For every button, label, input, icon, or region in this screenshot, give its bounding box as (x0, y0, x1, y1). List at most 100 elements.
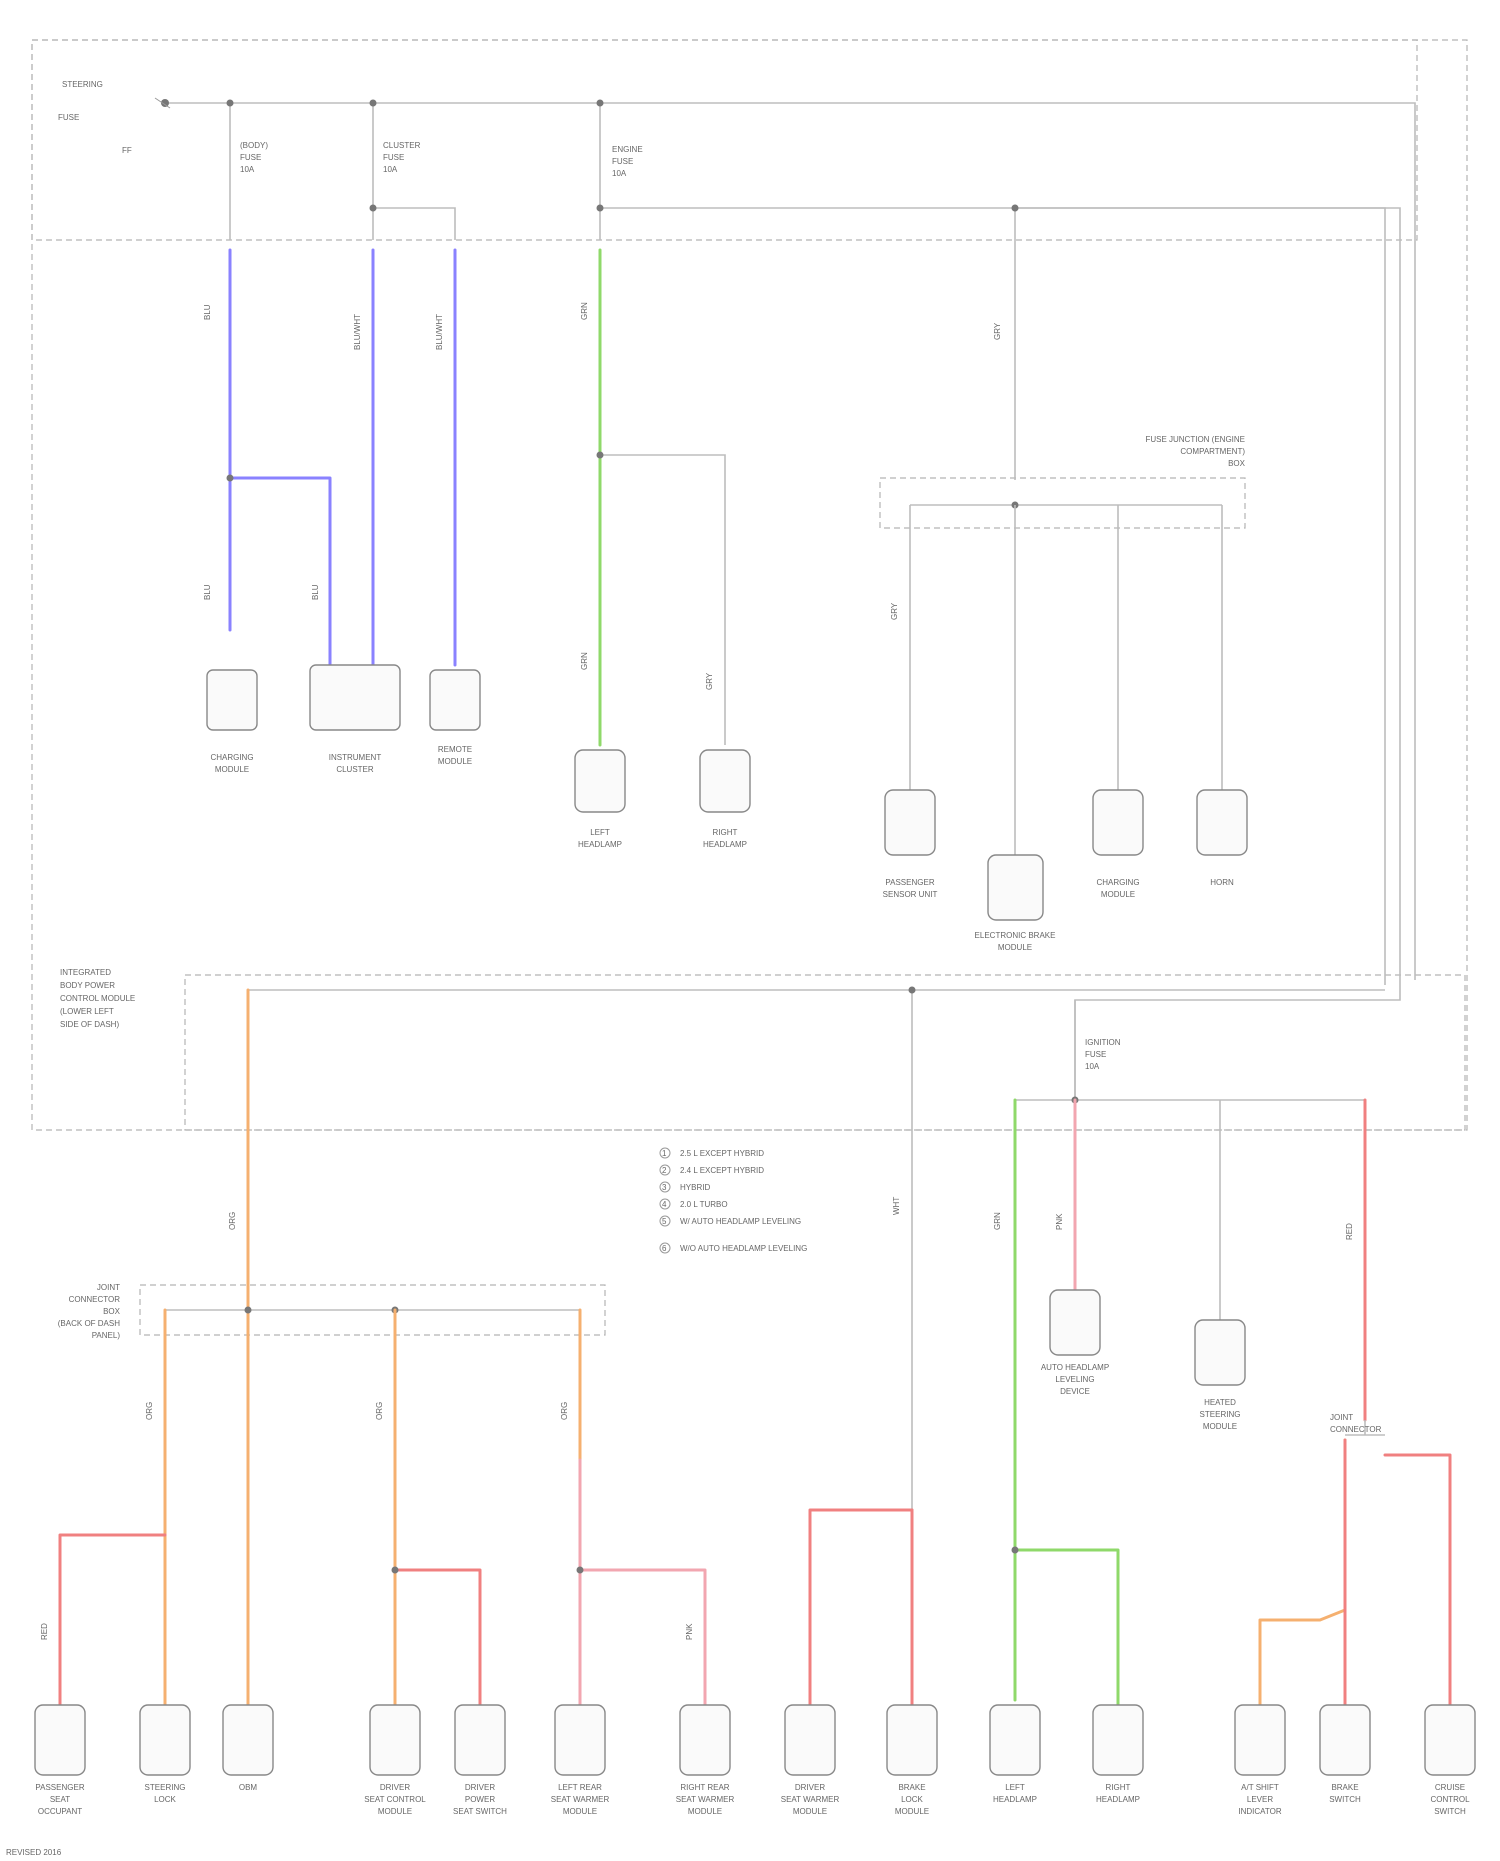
wire-blue-2 (230, 478, 330, 665)
component-obm: OBM (223, 1705, 273, 1792)
svg-text:LEVER: LEVER (1247, 1795, 1273, 1804)
component-right-headlamp-lower: RIGHT HEADLAMP (1093, 1705, 1143, 1804)
wire-orange-right (1260, 1440, 1345, 1705)
wire-label: WHT (892, 1197, 901, 1215)
svg-text:DRIVER: DRIVER (465, 1783, 495, 1792)
svg-text:SEAT WARMER: SEAT WARMER (551, 1795, 610, 1804)
svg-text:LEFT: LEFT (590, 828, 610, 837)
svg-text:2: 2 (662, 1166, 667, 1175)
wire-red-cruise (1385, 1455, 1450, 1705)
svg-text:LEVELING: LEVELING (1055, 1375, 1094, 1384)
component-left-headlamp-lower: LEFT HEADLAMP (990, 1705, 1040, 1804)
component-brake-switch: BRAKE SWITCH (1320, 1705, 1370, 1804)
wire-label: ORG (560, 1402, 569, 1420)
svg-text:HYBRID: HYBRID (680, 1183, 710, 1192)
svg-text:MODULE: MODULE (215, 765, 249, 774)
node (1012, 1547, 1019, 1554)
node (597, 100, 604, 107)
svg-text:OCCUPANT: OCCUPANT (38, 1807, 82, 1816)
right-bus (1015, 208, 1385, 985)
component-passenger-seat: PASSENGER SEAT OCCUPANT (35, 1705, 85, 1816)
wire-label: GRY (705, 672, 714, 690)
svg-text:CLUSTER: CLUSTER (383, 141, 421, 150)
svg-text:SWITCH: SWITCH (1329, 1795, 1361, 1804)
legend-item: 4 2.0 L TURBO (660, 1199, 728, 1209)
component-electronic-brake-module: ELECTRONIC BRAKE MODULE (975, 855, 1056, 952)
svg-text:BOX: BOX (103, 1307, 121, 1316)
component-passenger-sensor: PASSENGER SENSOR UNIT (883, 790, 938, 899)
svg-text:3: 3 (662, 1183, 667, 1192)
wire-label: PNK (685, 1623, 694, 1640)
ignition-bus (600, 208, 1400, 1100)
legend-item: 3 HYBRID (660, 1182, 710, 1192)
svg-text:SIDE OF DASH): SIDE OF DASH) (60, 1020, 119, 1029)
top-fuse-panel-outline (32, 40, 1417, 240)
svg-text:CONTROL: CONTROL (1430, 1795, 1470, 1804)
component-horn: HORN (1197, 790, 1247, 887)
node (597, 205, 604, 212)
component-steering-lock: STEERING LOCK (140, 1705, 190, 1804)
svg-text:BODY POWER: BODY POWER (60, 981, 115, 990)
svg-text:CONNECTOR: CONNECTOR (69, 1295, 121, 1304)
svg-text:LOCK: LOCK (154, 1795, 176, 1804)
svg-text:4: 4 (662, 1200, 667, 1209)
legend-item: 1 2.5 L EXCEPT HYBRID (660, 1148, 764, 1158)
wire-red-seat (395, 1570, 480, 1705)
component-right-rear-seat-warmer: RIGHT REAR SEAT WARMER MODULE (676, 1705, 735, 1816)
svg-text:W/O AUTO HEADLAMP LEVELING: W/O AUTO HEADLAMP LEVELING (680, 1244, 807, 1253)
svg-text:STEERING: STEERING (145, 1783, 186, 1792)
svg-text:SEAT WARMER: SEAT WARMER (781, 1795, 840, 1804)
component-remote-module: REMOTE MODULE (430, 670, 480, 766)
svg-text:SWITCH: SWITCH (1434, 1807, 1466, 1816)
fuse-2-labels: CLUSTER FUSE 10A (383, 141, 421, 174)
svg-text:1: 1 (662, 1149, 667, 1158)
svg-text:STEERING: STEERING (1200, 1410, 1241, 1419)
wire-label: RED (40, 1623, 49, 1640)
component-left-headlamp-upper: LEFT HEADLAMP (575, 750, 625, 849)
wire-label: ORG (145, 1402, 154, 1420)
svg-text:MODULE: MODULE (998, 943, 1032, 952)
svg-text:HEADLAMP: HEADLAMP (578, 840, 622, 849)
wire-green-right-headlamp (1015, 1550, 1118, 1705)
component-driver-power-seat: DRIVER POWER SEAT SWITCH (453, 1705, 507, 1816)
svg-text:10A: 10A (612, 169, 627, 178)
node (370, 100, 377, 107)
svg-text:BOX: BOX (1228, 459, 1246, 468)
svg-text:OBM: OBM (239, 1783, 258, 1792)
right-junction-outline (880, 478, 1245, 528)
svg-text:SEAT SWITCH: SEAT SWITCH (453, 1807, 507, 1816)
wire-label: BLU/WHT (353, 314, 362, 350)
svg-text:LEFT: LEFT (1005, 1783, 1025, 1792)
component-charging-module: CHARGING MODULE (207, 670, 257, 774)
node (245, 1307, 252, 1314)
node (227, 475, 234, 482)
svg-text:CRUISE: CRUISE (1435, 1783, 1465, 1792)
svg-text:BRAKE: BRAKE (1331, 1783, 1358, 1792)
component-auto-headlamp-leveling: AUTO HEADLAMP LEVELING DEVICE (1041, 1290, 1109, 1396)
splice-label: JOINT CONNECTOR (1330, 1413, 1382, 1434)
svg-text:W/ AUTO HEADLAMP LEVELING: W/ AUTO HEADLAMP LEVELING (680, 1217, 801, 1226)
top-fuse-label-2: FUSE (58, 113, 79, 122)
wire-red-driver-warmer (810, 1510, 912, 1705)
svg-text:DEVICE: DEVICE (1060, 1387, 1090, 1396)
svg-text:DRIVER: DRIVER (380, 1783, 410, 1792)
svg-text:MODULE: MODULE (688, 1807, 722, 1816)
svg-text:SENSOR UNIT: SENSOR UNIT (883, 890, 938, 899)
wire-label: RED (1345, 1223, 1354, 1240)
cluster-branch (373, 208, 455, 240)
component-charging-module-right: CHARGING MODULE (1093, 790, 1143, 899)
svg-text:MODULE: MODULE (1101, 890, 1135, 899)
node (227, 100, 234, 107)
wire-label: BLU (311, 584, 320, 600)
fuse-1-labels: (BODY) FUSE 10A (240, 141, 268, 174)
svg-text:PANEL): PANEL) (92, 1331, 121, 1340)
right-block-label: FUSE JUNCTION (ENGINE COMPARTMENT) BOX (1145, 435, 1245, 468)
svg-text:2.5 L EXCEPT HYBRID: 2.5 L EXCEPT HYBRID (680, 1149, 764, 1158)
svg-text:ENGINE: ENGINE (612, 145, 643, 154)
component-left-rear-seat-warmer: LEFT REAR SEAT WARMER MODULE (551, 1705, 610, 1816)
svg-text:RIGHT: RIGHT (713, 828, 738, 837)
node (1012, 205, 1019, 212)
node (909, 987, 916, 994)
wire-label: GRY (993, 322, 1002, 340)
